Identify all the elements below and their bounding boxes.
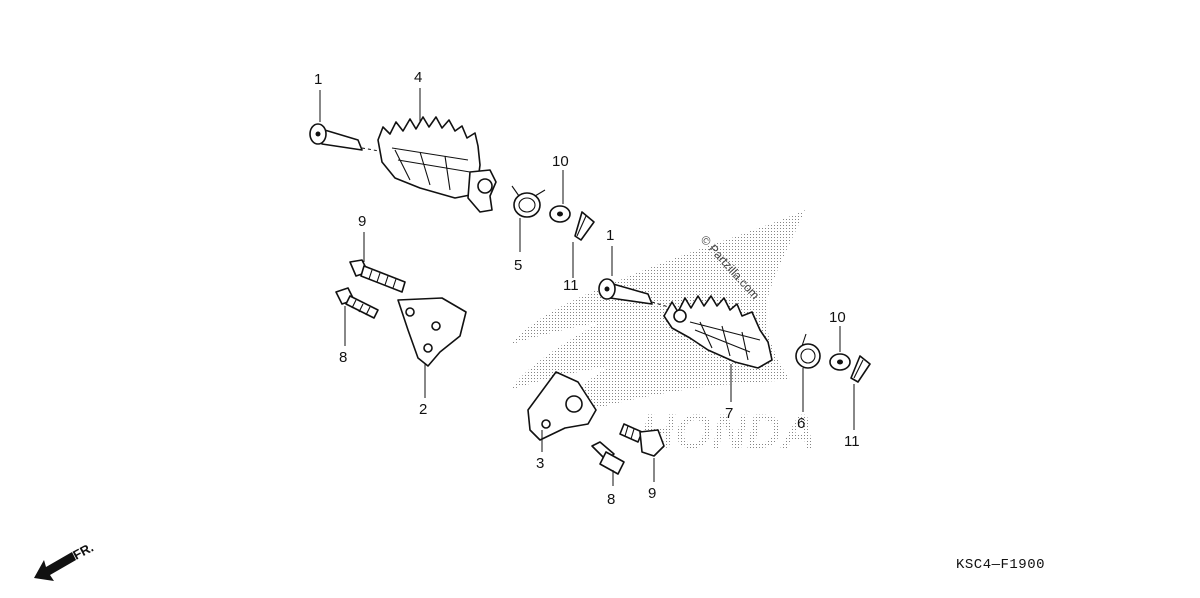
part-2-bracket	[397, 297, 467, 367]
callout-11: 11	[563, 277, 579, 294]
callout-8-right: 8	[607, 491, 615, 508]
callout-8: 8	[339, 349, 347, 366]
part-10-washer-right	[829, 353, 851, 371]
callout-11-right: 11	[844, 433, 860, 450]
callout-labels: 1 4 10 5 11 9 8 2 1 10 7 6 11 3 8 9	[314, 69, 860, 508]
callout-9-right: 9	[648, 485, 656, 502]
honda-logo-text: HONDA	[640, 406, 816, 459]
part-11-cotter-pin-right	[850, 355, 871, 383]
callout-9: 9	[358, 213, 366, 230]
diagram-code: KSC4—F1900	[956, 557, 1045, 573]
callout-6: 6	[797, 415, 805, 432]
honda-logo: HONDA	[640, 406, 816, 459]
part-6-spring	[795, 333, 821, 369]
part-3-bracket	[527, 371, 597, 441]
part-5-spring	[511, 185, 546, 218]
callout-10-right: 10	[829, 309, 846, 326]
part-11-cotter-pin	[574, 211, 595, 241]
part-9-bolt-left	[349, 259, 406, 293]
callout-7: 7	[725, 405, 733, 422]
callout-1-right: 1	[606, 227, 614, 244]
callout-4: 4	[414, 69, 422, 86]
callout-1: 1	[314, 71, 322, 88]
part-10-washer	[549, 205, 571, 223]
part-4-footpeg	[377, 116, 497, 213]
leader-lines	[319, 88, 855, 486]
part-8-bolt-right	[591, 441, 625, 475]
callout-2: 2	[419, 401, 427, 418]
callout-3: 3	[536, 455, 544, 472]
part-1-pin-left	[309, 123, 363, 151]
part-8-bolt-left	[335, 287, 379, 319]
callout-10: 10	[552, 153, 569, 170]
front-arrow-icon	[34, 552, 76, 581]
callout-5: 5	[514, 257, 522, 274]
part-1-pin-right	[598, 278, 653, 305]
part-7-footpeg	[663, 295, 773, 369]
part-9-bolt-right	[619, 423, 665, 457]
front-direction-indicator: FR.	[34, 540, 96, 581]
